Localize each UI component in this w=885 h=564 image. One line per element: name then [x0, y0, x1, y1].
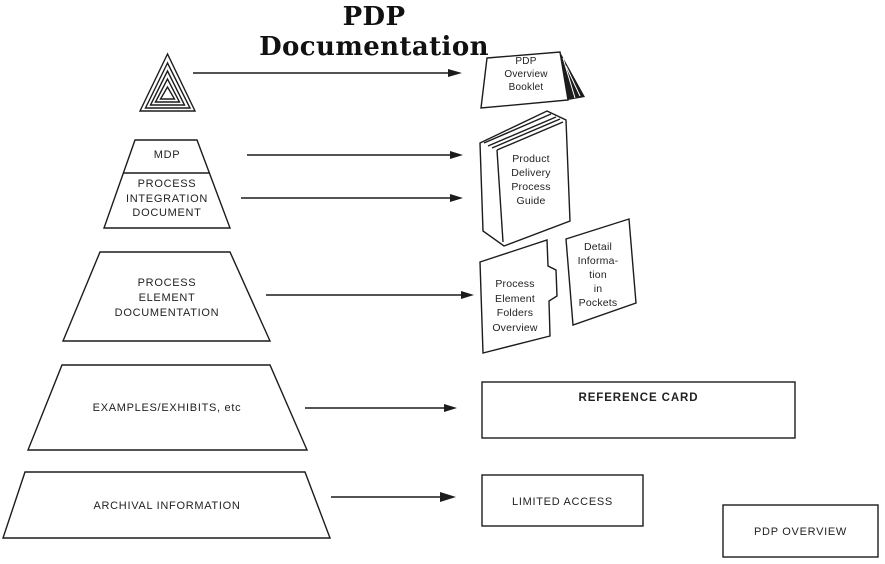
- arrow-ped-to-folders: [266, 291, 474, 299]
- arrow-mdp-to-guide: [247, 151, 463, 159]
- tier-ped-line: PROCESS: [137, 277, 197, 289]
- pdp-overview-box: [722, 504, 879, 558]
- limited-access-box: [481, 474, 644, 527]
- tier-archival-line: ARCHIVAL INFORMATION: [93, 500, 241, 512]
- booklet-line: PDP: [515, 56, 537, 67]
- tier-mdp-label: MDP: [122, 148, 212, 163]
- tier-ped-label: PROCESS ELEMENT DOCUMENTATION: [92, 276, 242, 321]
- booklet-line: Overview: [504, 69, 548, 80]
- tier-pid-label: PROCESS INTEGRATION DOCUMENT: [97, 177, 237, 221]
- tier-examples-line: EXAMPLES/EXHIBITS, etc: [92, 402, 242, 414]
- arrow-archival-to-limited-access: [331, 492, 456, 502]
- pockets-line: in: [593, 283, 603, 295]
- tier-pid-line: DOCUMENT: [132, 207, 202, 219]
- folders-line: Element: [495, 292, 535, 305]
- reference-card-label: REFERENCE CARD: [578, 392, 699, 404]
- tier-pid-line: PROCESS: [137, 178, 197, 190]
- tier-ped-line: DOCUMENTATION: [114, 307, 220, 319]
- arrow-examples-to-reference-card: [305, 404, 457, 412]
- booklet-label: PDP Overview Booklet: [490, 55, 562, 94]
- pockets-label: Detail Informa- tion in Pockets: [566, 240, 630, 310]
- pocket-card-icon: [565, 218, 637, 326]
- arrow-pid-to-guide: [241, 194, 463, 202]
- nested-triangles-icon: [138, 52, 197, 112]
- booklet-line: Booklet: [508, 82, 544, 93]
- tier-ped-line: ELEMENT: [138, 292, 196, 304]
- guide-line: Delivery: [511, 167, 551, 179]
- guide-line: Guide: [516, 195, 546, 207]
- pockets-line: Pockets: [578, 297, 618, 309]
- pockets-line: Informa-: [577, 255, 619, 267]
- pdp-overview-label: PDP OVERVIEW: [754, 526, 847, 538]
- arrow-apex-to-booklet: [193, 69, 462, 77]
- tier-examples-label: EXAMPLES/EXHIBITS, etc: [62, 401, 272, 416]
- folders-label: Process Element Folders Overview: [484, 277, 546, 335]
- book-icon: [479, 110, 571, 247]
- tier-pid-line: INTEGRATION: [125, 192, 209, 205]
- folders-line: Process: [495, 278, 535, 290]
- guide-label: Product Delivery Process Guide: [499, 152, 563, 208]
- tier-examples-shape: [26, 364, 309, 451]
- tier-archival-shape: [2, 471, 332, 539]
- pockets-line: tion: [589, 269, 607, 281]
- guide-line: Process: [511, 181, 551, 193]
- tier-archival-label: ARCHIVAL INFORMATION: [62, 499, 272, 514]
- guide-line: Product: [512, 153, 550, 165]
- limited-access-label: LIMITED ACCESS: [512, 496, 613, 508]
- folder-icon: [479, 239, 558, 354]
- tier-mdp-and-pid-shape: [103, 139, 232, 229]
- tier-mdp-line: MDP: [153, 149, 181, 161]
- tier-ped-shape: [61, 251, 272, 342]
- page-title: PDP Documentation: [259, 2, 489, 62]
- folders-line: Folders: [496, 307, 534, 319]
- folders-line: Overview: [492, 321, 538, 334]
- pockets-line: Detail: [583, 241, 613, 253]
- reference-card-box: [481, 381, 796, 439]
- booklet-icon: [480, 51, 585, 109]
